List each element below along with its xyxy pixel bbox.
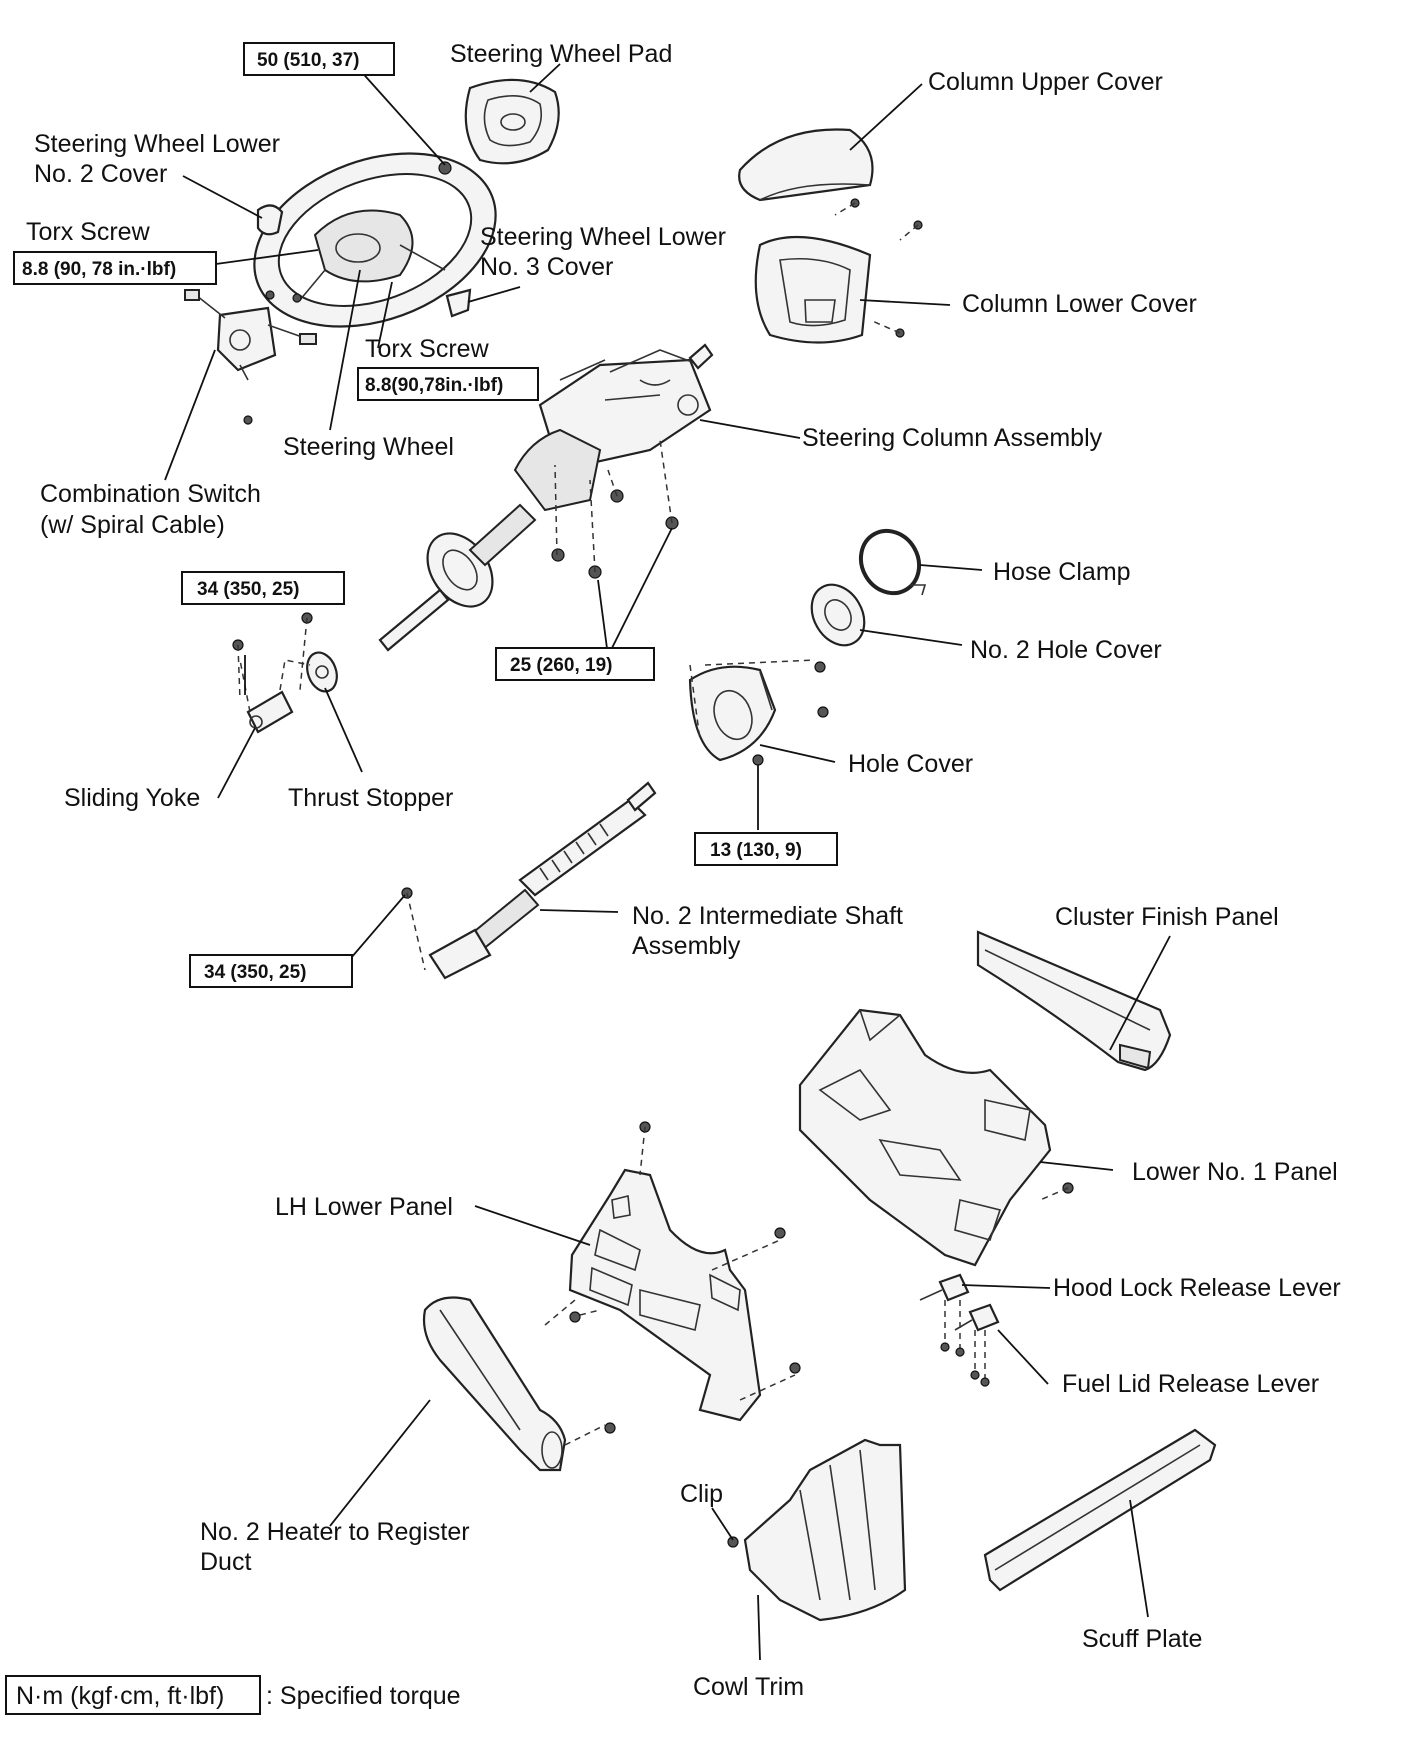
torque-legend: N·m (kgf·cm, ft·lbf) : Specified torque bbox=[5, 1675, 461, 1715]
scuff-plate-part bbox=[983, 1428, 1217, 1592]
column-lower-cover-part bbox=[754, 235, 872, 344]
torque-box-yoke-bolts: 34 (350, 25) bbox=[181, 571, 345, 605]
label-steering-wheel-pad: Steering Wheel Pad bbox=[450, 40, 672, 68]
column-upper-cover-part bbox=[738, 128, 874, 202]
leader-lines bbox=[164, 63, 1171, 1661]
label-sw-lower-no2-cover-line1: Steering Wheel Lower bbox=[34, 130, 280, 158]
label-thrust-stopper: Thrust Stopper bbox=[288, 784, 453, 812]
fuel-lid-release-lever-part bbox=[954, 1303, 1000, 1332]
torque-box-torx-screw-cover: 8.8(90,78in.·lbf) bbox=[357, 367, 539, 401]
label-clip: Clip bbox=[680, 1480, 723, 1508]
torque-torx-screw-cover: 8.8(90,78in.·lbf) bbox=[365, 375, 503, 396]
lower-no1-panel-part bbox=[798, 1008, 1052, 1267]
hose-clamp-part bbox=[858, 528, 927, 596]
hood-lock-release-lever-part bbox=[919, 1273, 970, 1302]
label-sw-lower-no2-cover-line2: No. 2 Cover bbox=[34, 160, 167, 188]
torque-torx-screw-wheel: 8.8 (90, 78 in.·lbf) bbox=[22, 259, 176, 280]
label-combination-switch-line2: (w/ Spiral Cable) bbox=[40, 511, 225, 539]
steering-wheel-part bbox=[253, 152, 497, 328]
torque-box-shaft-bolt: 34 (350, 25) bbox=[189, 954, 353, 988]
label-no2-intermediate-shaft-line1: No. 2 Intermediate Shaft bbox=[632, 902, 903, 930]
label-lower-no1-panel: Lower No. 1 Panel bbox=[1132, 1158, 1338, 1186]
cluster-finish-panel-part bbox=[976, 930, 1172, 1072]
no2-heater-to-register-duct-part bbox=[422, 1296, 567, 1472]
sliding-yoke-part bbox=[246, 690, 294, 734]
hole-cover-part bbox=[688, 665, 777, 762]
label-column-lower-cover: Column Lower Cover bbox=[962, 290, 1197, 318]
torque-hole-cover-nuts: 13 (130, 9) bbox=[710, 840, 802, 861]
label-hose-clamp: Hose Clamp bbox=[993, 558, 1131, 586]
label-steering-wheel: Steering Wheel bbox=[283, 433, 454, 461]
label-sw-lower-no3-cover-line2: No. 3 Cover bbox=[480, 253, 613, 281]
label-sliding-yoke: Sliding Yoke bbox=[64, 784, 200, 812]
legend-text: : Specified torque bbox=[266, 1682, 461, 1710]
label-steering-column-assembly: Steering Column Assembly bbox=[802, 424, 1103, 452]
lh-lower-panel-part bbox=[568, 1168, 762, 1422]
label-combination-switch-line1: Combination Switch bbox=[40, 480, 261, 508]
label-scuff-plate: Scuff Plate bbox=[1082, 1625, 1202, 1653]
clip-part bbox=[727, 1536, 739, 1548]
label-column-upper-cover: Column Upper Cover bbox=[928, 68, 1163, 96]
torque-wheel-nut: 50 (510, 37) bbox=[257, 50, 359, 71]
label-sw-lower-no3-cover-line1: Steering Wheel Lower bbox=[480, 223, 726, 251]
no2-intermediate-shaft-part bbox=[428, 781, 657, 980]
label-torx-screw-cover: Torx Screw bbox=[365, 335, 490, 363]
label-no2-heater-duct-line1: No. 2 Heater to Register bbox=[200, 1518, 470, 1546]
cowl-trim-part bbox=[743, 1438, 907, 1622]
combination-switch-part bbox=[184, 289, 317, 381]
label-no2-hole-cover: No. 2 Hole Cover bbox=[970, 636, 1162, 664]
torque-box-column-nuts: 25 (260, 19) bbox=[495, 647, 655, 681]
torque-box-hole-cover-nuts: 13 (130, 9) bbox=[694, 832, 838, 866]
steering-wheel-pad-part bbox=[464, 78, 560, 165]
sw-lower-no2-cover-part bbox=[256, 204, 284, 236]
label-fuel-lid-release-lever: Fuel Lid Release Lever bbox=[1062, 1370, 1319, 1398]
label-no2-heater-duct-line2: Duct bbox=[200, 1548, 251, 1576]
torque-column-nuts: 25 (260, 19) bbox=[510, 655, 612, 676]
torque-shaft-bolt: 34 (350, 25) bbox=[204, 962, 306, 983]
sw-lower-no3-cover-part bbox=[445, 288, 472, 318]
label-torx-screw-wheel: Torx Screw bbox=[26, 218, 151, 246]
torque-box-wheel-nut: 50 (510, 37) bbox=[243, 42, 395, 76]
thrust-stopper-part bbox=[306, 651, 338, 693]
legend-unit: N·m (kgf·cm, ft·lbf) bbox=[16, 1682, 224, 1710]
label-cluster-finish-panel: Cluster Finish Panel bbox=[1055, 903, 1279, 931]
label-hood-lock-release-lever: Hood Lock Release Lever bbox=[1053, 1274, 1341, 1302]
steering-column-assembly-part bbox=[378, 343, 714, 652]
label-hole-cover: Hole Cover bbox=[848, 750, 973, 778]
label-cowl-trim: Cowl Trim bbox=[693, 1673, 804, 1701]
label-no2-intermediate-shaft-line2: Assembly bbox=[632, 932, 741, 960]
no2-hole-cover-part bbox=[810, 583, 866, 647]
torque-yoke-bolts: 34 (350, 25) bbox=[197, 579, 299, 600]
torque-box-torx-screw-wheel: 8.8 (90, 78 in.·lbf) bbox=[13, 251, 217, 285]
fasteners bbox=[232, 161, 1074, 1434]
label-lh-lower-panel: LH Lower Panel bbox=[275, 1193, 453, 1221]
